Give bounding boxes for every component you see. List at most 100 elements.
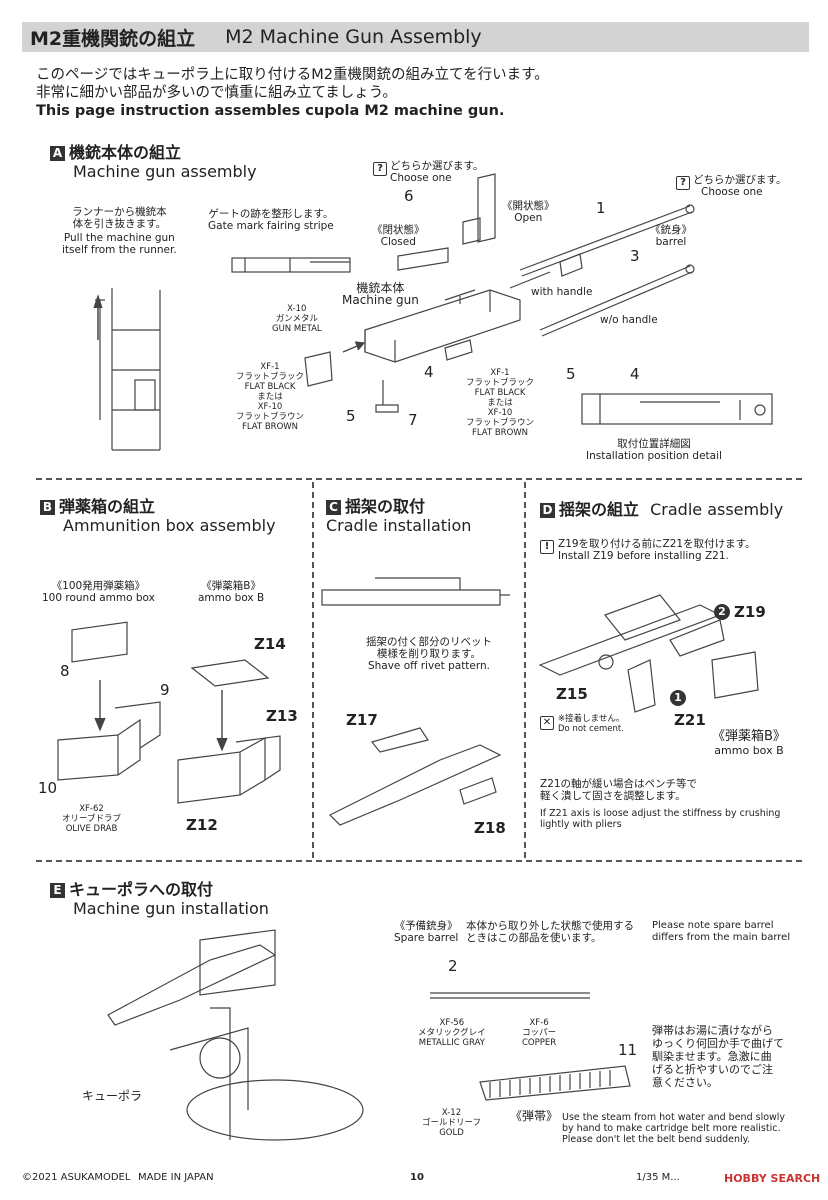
boxB-label: 《弾薬箱B》 ammo box B	[198, 580, 264, 604]
runner-note: ランナーから機銃本 体を引き抜きます。 Pull the machine gun…	[62, 206, 177, 256]
divider-a	[36, 478, 802, 480]
section-e-title-jp: キューポラへの取付	[69, 880, 214, 899]
xf10b-jp: フラットブラウン	[466, 418, 535, 428]
open-jp: 《開状態》	[502, 200, 555, 212]
install-jp: 取付位置詳細図	[617, 438, 691, 450]
xf6-code: XF-6	[529, 1018, 549, 1028]
part-z19: Z19	[734, 603, 766, 621]
no-cement-icon: ✕	[540, 716, 554, 730]
part-5: 5	[346, 407, 356, 425]
xf10b-en: FLAT BROWN	[471, 428, 529, 438]
section-a-title-jp: 機銃本体の組立	[69, 143, 182, 162]
part-z17: Z17	[346, 711, 378, 729]
d-boxB-en: ammo box B	[714, 744, 784, 757]
spare-en: Spare barrel	[394, 932, 459, 944]
runner-jp-1: ランナーから機銃本	[72, 206, 167, 218]
axis-en-1: If Z21 axis is loose adjust the stiffnes…	[540, 808, 781, 819]
rivet-jp-2: 模様を削り取ります。	[377, 648, 481, 660]
part-7: 7	[408, 411, 418, 429]
runner-en-2: itself from the runner.	[62, 244, 177, 256]
choose-one-icon: ?	[373, 162, 387, 176]
belt-en-3: Please don't let the belt bend suddenly.	[562, 1134, 750, 1145]
xf1b-en: FLAT BLACK	[474, 388, 526, 398]
gate-jp: ゲートの跡を整形します。	[208, 208, 334, 220]
xf1a-jp: フラットブラック	[236, 372, 305, 382]
paint-x10: X-10 ガンメタル GUN METAL	[272, 304, 322, 334]
paint-x12: X-12 ゴールドリーフ GOLD	[422, 1108, 481, 1138]
xf56-en: METALLIC GRAY	[418, 1038, 485, 1048]
belt-jp-4: げると折やすいのでご注	[652, 1063, 773, 1076]
closed-en: Closed	[380, 236, 416, 248]
x12-code: X-12	[441, 1108, 462, 1118]
z19-note: Z19を取り付ける前にZ21を取付けます。 Install Z19 before…	[558, 538, 756, 562]
section-a-badge: A	[50, 146, 65, 161]
section-e-title: E キューポラへの取付 Machine gun installation	[50, 880, 269, 918]
gate-en: Gate mark fairing stripe	[208, 220, 334, 232]
section-d-title-en: Cradle assembly	[650, 500, 784, 519]
no-cement-note: ※接着しません。 Do not cement.	[558, 714, 624, 734]
part-z21: Z21	[674, 711, 706, 729]
intro-line-3: This page instruction assembles cupola M…	[36, 103, 505, 119]
divider-e	[36, 860, 802, 862]
xf62-en: OLIVE DRAB	[65, 824, 118, 834]
page-header: M2重機関銃の組立 M2 Machine Gun Assembly	[22, 22, 809, 52]
xf10b-code: XF-10	[487, 408, 513, 418]
z19-note-en: Install Z19 before installing Z21.	[558, 550, 729, 562]
spare-note-2: ときはこの部品を使います。	[466, 932, 602, 944]
section-e-title-en: Machine gun installation	[73, 899, 269, 918]
part-4: 4	[424, 363, 434, 381]
choose2-jp: どちらか選びます。	[693, 174, 787, 186]
barrel-en: barrel	[655, 236, 687, 248]
choose-note-2: どちらか選びます。 Choose one	[693, 174, 786, 198]
paint-xf56: XF-56 メタリックグレイ METALLIC GRAY	[418, 1018, 486, 1048]
axis-jp-2: 軽く潰して固さを調整します。	[540, 790, 686, 802]
belt-jp-1: 弾帯はお湯に漬けながら	[652, 1024, 773, 1037]
part-9: 9	[160, 681, 170, 699]
xf1a-en: FLAT BLACK	[244, 382, 296, 392]
runner-en-1: Pull the machine gun	[63, 232, 175, 244]
header-title-jp: M2重機関銃の組立	[30, 27, 196, 50]
box100-label: 《100発用弾薬箱》 100 round ammo box	[42, 580, 155, 604]
spare-note-jp: 本体から取り外した状態で使用する ときはこの部品を使います。	[466, 920, 634, 944]
section-b-title-en: Ammunition box assembly	[63, 516, 276, 535]
xf56-jp: メタリックグレイ	[418, 1028, 486, 1038]
xf1b-jp: フラットブラック	[466, 378, 535, 388]
part-1: 1	[596, 199, 606, 217]
belt-en-1: Use the steam from hot water and bend sl…	[562, 1112, 786, 1123]
d-boxB-jp: 《弾薬箱B》	[712, 729, 786, 744]
step-1-icon: 1	[670, 690, 686, 706]
box100-jp: 《100発用弾薬箱》	[51, 580, 146, 592]
xf1b-or: または	[487, 398, 513, 408]
runner-jp-2: 体を引き抜きます。	[72, 218, 167, 230]
ammo-boxB-label: 《弾薬箱B》 ammo box B	[712, 730, 786, 758]
closed-label: 《閉状態》 Closed	[372, 224, 425, 248]
xf10a-code: XF-10	[257, 402, 283, 412]
xf62-jp: オリーブドラブ	[62, 814, 121, 824]
machine-gun-label: 機銃本体 Machine gun	[342, 282, 419, 306]
spare-jp: 《予備銃身》	[394, 920, 458, 932]
rivet-en: Shave off rivet pattern.	[367, 660, 491, 672]
x12-en: GOLD	[439, 1128, 464, 1138]
belt-label: 《弾帯》	[510, 1109, 559, 1123]
axis-note-en: If Z21 axis is loose adjust the stiffnes…	[540, 808, 780, 830]
belt-note-jp: 弾帯はお湯に漬けながら ゆっくり何回か手で曲げて 馴染ませます。急激に曲 げると…	[652, 1024, 784, 1089]
footer-copyright: ©2021 ASUKAMODEL	[22, 1172, 131, 1183]
section-c-title-jp: 揺架の取付	[345, 497, 426, 516]
paint-xf6: XF-6 コッパー COPPER	[522, 1018, 556, 1048]
choose1-en: Choose one	[390, 172, 452, 184]
body-en: Machine gun	[342, 293, 419, 307]
with-handle-label: with handle	[531, 286, 593, 298]
part-10: 10	[38, 779, 58, 797]
section-c-badge: C	[326, 500, 341, 515]
section-c-title-en: Cradle installation	[326, 516, 472, 535]
xf1a-or: または	[257, 392, 283, 402]
footer-made: MADE IN JAPAN	[138, 1172, 214, 1183]
open-label: 《開状態》 Open	[502, 200, 555, 224]
choose-note-1: どちらか選びます。 Choose one	[390, 160, 483, 184]
barrel-jp: 《銃身》	[650, 224, 692, 236]
section-b-title-jp: 弾薬箱の組立	[59, 497, 156, 516]
section-e-badge: E	[50, 883, 65, 898]
axis-jp-1: Z21の軸が緩い場合はペンチ等で	[540, 778, 698, 790]
xf56-code: XF-56	[439, 1018, 465, 1028]
